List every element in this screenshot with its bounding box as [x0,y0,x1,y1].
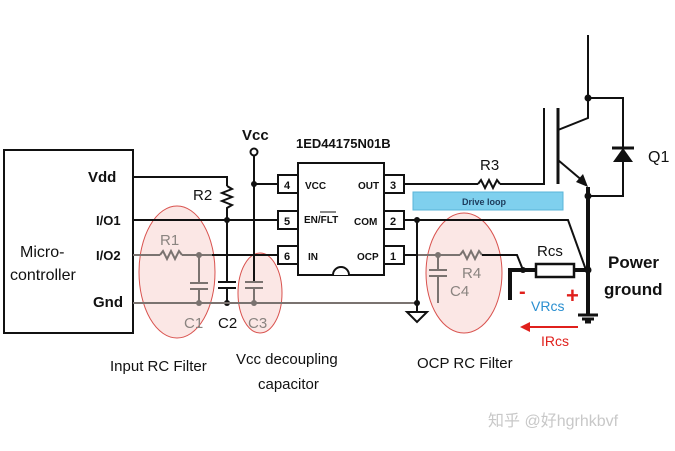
svg-text:5: 5 [284,216,290,228]
wire-vdd [133,176,228,186]
capacitor-c4 [429,255,447,303]
label-r1: R1 [160,232,179,249]
ground-symbol-power [578,313,598,324]
resistor-r3 [477,177,501,191]
igbt-collector [557,98,589,131]
vcc-decoupling-highlight [237,252,283,334]
power-ground-label-2: ground [604,280,663,299]
label-rcs: Rcs [537,243,563,260]
power-ground-label-1: Power [608,253,659,272]
microcontroller-label-1: Micro- [20,244,64,261]
label-q1: Q1 [648,149,669,166]
sense-current: IRcs [541,333,569,349]
svg-text:OCP: OCP [357,252,379,263]
pin-label-gnd: Gnd [93,294,123,311]
label-r3: R3 [480,157,499,174]
caption-vcc-decoupling-1: Vcc decoupling [236,351,338,368]
microcontroller-label-2: controller [10,267,76,284]
pin-label-io2: I/O2 [96,248,121,263]
resistor-rcs [534,262,576,279]
svg-text:EN/FLT: EN/FLT [304,215,338,226]
caption-input-rc-filter: Input RC Filter [110,358,207,375]
ic-pin-5: 5 EN/FLT [277,210,338,230]
sense-minus: - [519,281,526,303]
svg-text:IN: IN [308,252,318,263]
ground-symbol-logic [404,311,430,324]
ic-notch [332,266,350,276]
wire-gate [500,108,545,185]
wire-ocp-b [482,254,524,271]
vcc-terminal [249,147,259,157]
current-arrowhead [520,322,530,332]
ic-body [297,162,385,276]
igbt-emitter-arrow [576,174,588,187]
capacitor-c2 [218,220,236,303]
sense-plus: + [566,283,579,308]
label-r4: R4 [462,265,481,282]
junction [414,300,420,306]
label-c3: C3 [248,315,267,332]
svg-text:COM: COM [354,217,377,228]
svg-text:1: 1 [390,251,396,263]
capacitor-c1 [190,255,208,303]
wire-rcs-left [508,268,536,300]
ocp-rc-filter-highlight [425,212,503,334]
pin-label-io1: I/O1 [96,213,121,228]
svg-text:3: 3 [390,180,396,192]
label-c2: C2 [218,315,237,332]
ic-part-number: 1ED44175N01B [296,136,391,151]
svg-text:2: 2 [390,216,396,228]
resistor-r2 [219,185,235,220]
label-c1: C1 [184,315,203,332]
label-r2: R2 [193,187,212,204]
sense-voltage: VRcs [531,298,564,314]
input-rc-filter-highlight [138,205,216,339]
junction [520,267,526,273]
wire-com [404,219,587,271]
svg-text:6: 6 [284,251,290,263]
svg-text:VCC: VCC [305,181,326,192]
junction [251,181,257,187]
drive-loop-label: Drive loop [462,197,507,207]
caption-ocp-rc-filter: OCP RC Filter [417,355,513,372]
watermark: 知乎 @好hgrhkbvf [488,412,619,430]
diode-symbol [613,148,633,162]
ic-pin-6: 6 IN [277,245,318,265]
resistor-r4 [459,248,483,262]
svg-text:4: 4 [284,180,291,192]
junction [584,266,592,274]
label-c4: C4 [450,283,469,300]
caption-vcc-decoupling-2: capacitor [258,376,319,393]
ic-pin-2: 2 COM [354,210,405,230]
resistor-r1 [159,248,183,262]
svg-text:OUT: OUT [358,181,379,192]
pin-label-vdd: Vdd [88,169,116,186]
ic-pin-4: 4 VCC [277,174,326,194]
drive-loop-bar [412,191,564,211]
label-vcc: Vcc [242,127,269,144]
microcontroller-box [3,149,134,334]
